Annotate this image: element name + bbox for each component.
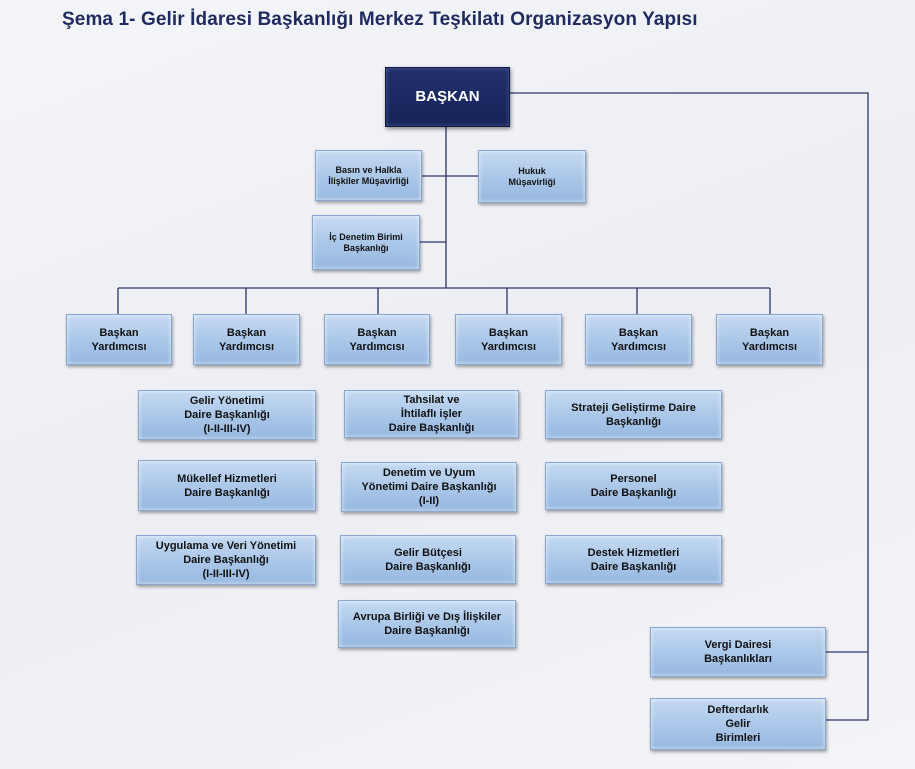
node-vergi-dairesi: Vergi Dairesi Başkanlıkları: [650, 627, 826, 677]
node-baskan: BAŞKAN: [385, 67, 510, 127]
node-denetim-uyum: Denetim ve Uyum Yönetimi Daire Başkanlığ…: [341, 462, 517, 512]
node-gelir-butcesi: Gelir Bütçesi Daire Başkanlığı: [340, 535, 516, 584]
node-baskan-yardimcisi: Başkan Yardımcısı: [716, 314, 823, 365]
node-hukuk-musavirligi: Hukuk Müşavirliği: [478, 150, 586, 203]
node-mukellef-hizmetleri: Mükellef Hizmetleri Daire Başkanlığı: [138, 460, 316, 511]
node-personel: Personel Daire Başkanlığı: [545, 462, 722, 510]
node-baskan-yardimcisi: Başkan Yardımcısı: [585, 314, 692, 365]
node-avrupa-birligi: Avrupa Birliği ve Dış İlişkiler Daire Ba…: [338, 600, 516, 648]
node-basin-musavirligi: Basın ve Halkla İlişkiler Müşavirliği: [315, 150, 422, 201]
node-uygulama-veri: Uygulama ve Veri Yönetimi Daire Başkanlı…: [136, 535, 316, 585]
node-strateji: Strateji Geliştirme Daire Başkanlığı: [545, 390, 722, 439]
node-baskan-yardimcisi: Başkan Yardımcısı: [324, 314, 430, 365]
node-defterdarlik: Defterdarlık Gelir Birimleri: [650, 698, 826, 750]
node-destek-hizmetleri: Destek Hizmetleri Daire Başkanlığı: [545, 535, 722, 584]
node-baskan-yardimcisi: Başkan Yardımcısı: [66, 314, 172, 365]
connector: [510, 92, 869, 721]
node-tahsilat: Tahsilat ve İhtilaflı işler Daire Başkan…: [344, 390, 519, 438]
node-baskan-yardimcisi: Başkan Yardımcısı: [193, 314, 300, 365]
node-ic-denetim: İç Denetim Birimi Başkanlığı: [312, 215, 420, 270]
node-baskan-yardimcisi: Başkan Yardımcısı: [455, 314, 562, 365]
diagram-title: Şema 1- Gelir İdaresi Başkanlığı Merkez …: [62, 9, 698, 30]
node-gelir-yonetimi: Gelir Yönetimi Daire Başkanlığı (I-II-II…: [138, 390, 316, 440]
